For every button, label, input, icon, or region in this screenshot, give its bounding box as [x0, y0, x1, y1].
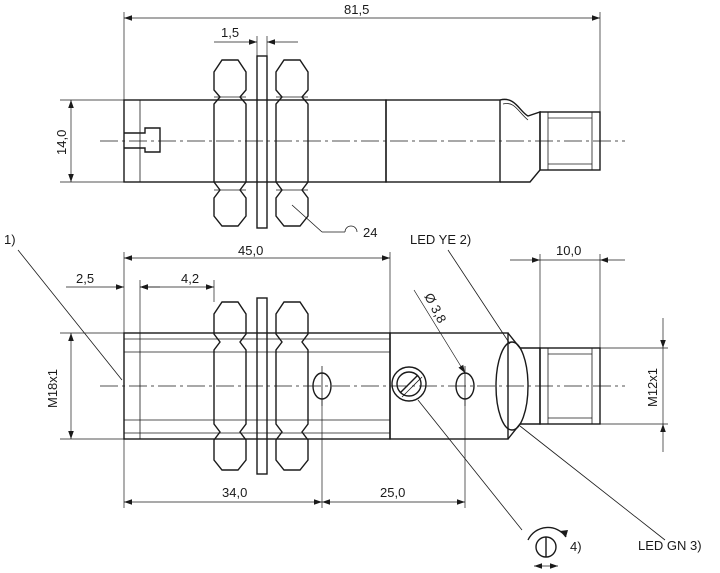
- dim-height-top: 14,0: [54, 130, 69, 155]
- dim-connector-length: 10,0: [556, 243, 581, 258]
- dim-thread-length: 45,0: [238, 243, 263, 258]
- bottom-dimensions: 45,0 2,5 4,2 10,0 M18x1 M12x1: [45, 243, 668, 508]
- top-view: [100, 55, 625, 233]
- dim-led-hole-diameter: Ø 3,8: [421, 290, 449, 325]
- note-led-yellow: LED YE 2): [410, 232, 471, 247]
- dim-front-offset: 2,5: [76, 271, 94, 286]
- dim-nut-spacing: 4,2: [181, 271, 199, 286]
- dim-to-center: 34,0: [222, 485, 247, 500]
- note-potentiometer: 4): [570, 539, 582, 554]
- bottom-view: [100, 297, 625, 475]
- potentiometer-icon: [527, 526, 568, 569]
- dim-wrench-size: 24: [363, 225, 377, 240]
- callouts: 1) LED YE 2) LED GN 3) 4): [4, 232, 702, 569]
- note-sensing-face: 1): [4, 232, 16, 247]
- top-dimensions: 81,5 1,5 14,0 24: [54, 2, 601, 240]
- dim-thread-main: M18x1: [45, 369, 60, 408]
- dim-nut-thickness: 1,5: [221, 25, 239, 40]
- dim-overall-length: 81,5: [344, 2, 369, 17]
- dim-thread-connector: M12x1: [645, 368, 660, 407]
- dim-center-to-led: 25,0: [380, 485, 405, 500]
- note-led-green: LED GN 3): [638, 538, 702, 553]
